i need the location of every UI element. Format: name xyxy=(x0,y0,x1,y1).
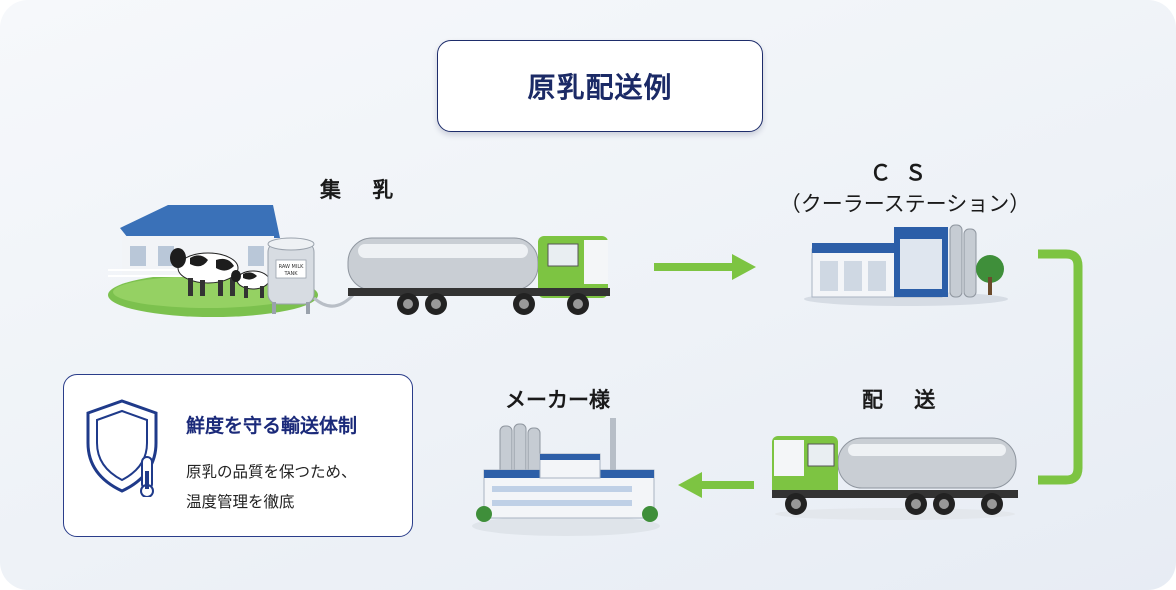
cs-main-label: ＣＳ xyxy=(870,161,940,185)
cs-sub-label: （クーラーステーション） xyxy=(779,192,1031,216)
cow-icon xyxy=(231,270,270,298)
milk-tank-icon: RAW MILK TANK xyxy=(267,237,315,314)
arrow-cs-to-delivery xyxy=(1038,249,1083,485)
step-label-collection: 集 乳 xyxy=(320,178,406,202)
freshness-info-card: 鮮度を守る輸送体制 原乳の品質を保つため、 温度管理を徹底 xyxy=(63,374,413,537)
farm-collection-illustration: RAW MILK TANK xyxy=(108,205,610,317)
tanker-truck-icon xyxy=(347,236,610,315)
step-label-delivery: 配 送 xyxy=(862,388,948,412)
tank-label-line1: RAW MILK xyxy=(279,264,305,270)
delivery-truck-illustration xyxy=(772,436,1018,520)
info-card-title: 鮮度を守る輸送体制 xyxy=(186,415,358,437)
tank-label-line2: TANK xyxy=(283,271,298,277)
info-card-body: 原乳の品質を保つため、 温度管理を徹底 xyxy=(186,457,357,517)
step-label-manufacturer: メーカー様 xyxy=(505,388,610,412)
shield-thermometer-icon xyxy=(86,399,158,497)
info-card-line1: 原乳の品質を保つため、 xyxy=(186,463,357,481)
step-label-cs: ＣＳ （クーラーステーション） xyxy=(760,158,1050,220)
arrow-collection-to-cs xyxy=(654,254,756,280)
cooler-station-illustration xyxy=(804,224,1008,306)
arrow-delivery-to-manufacturer xyxy=(678,472,754,498)
cow-icon xyxy=(170,248,239,296)
diagram-title: 原乳配送例 xyxy=(437,40,763,132)
manufacturer-factory-illustration xyxy=(472,418,660,536)
info-card-line2: 温度管理を徹底 xyxy=(186,493,295,511)
